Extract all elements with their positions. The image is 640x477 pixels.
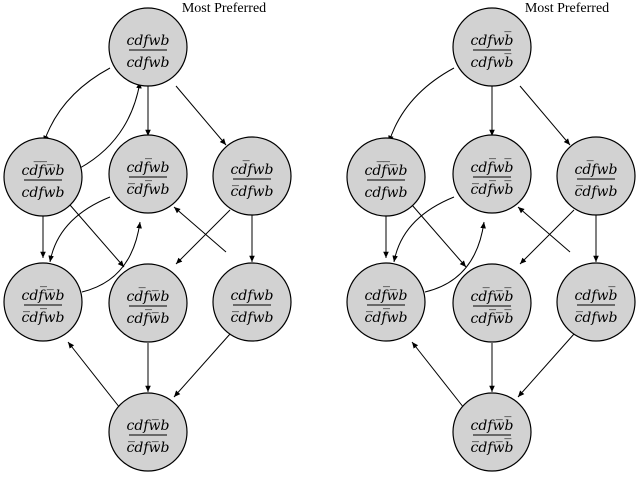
right-node-l2-upper: cd̅fw̅b̅: [471, 286, 514, 305]
left-node-top: cdfwb cdfwb: [108, 7, 188, 87]
edge-m2-l1: [392, 196, 455, 263]
right-title: Most Preferred: [525, 1, 609, 16]
right-node-l1-upper: cdf̅w̅b: [365, 285, 408, 304]
right-node-m1-upper: cd̅f̅w̅b: [365, 160, 408, 179]
right-node-m1-lower: cdfwb: [365, 185, 408, 201]
edge-m3-l2: [175, 209, 231, 265]
right-node-l1-lower: c̅df̅wb: [365, 307, 408, 326]
right-node-l1: cdf̅w̅b c̅df̅wb: [346, 262, 426, 342]
edge-top-m3: [175, 85, 227, 146]
edge-top-m1: [43, 67, 111, 143]
edge-bot-l1: [411, 341, 465, 409]
left-edges: [40, 67, 255, 409]
left-node-m2-lower: c̅df̅wb: [127, 179, 170, 198]
left-node-m2-upper: cdf̅wb: [127, 157, 170, 176]
edge-m3-l2: [519, 209, 575, 265]
left-node-l1-upper: cdf̅w̅b: [22, 285, 65, 304]
edge-l3-m2: [173, 206, 227, 253]
right-node-l3: cdfwb̅ c̅dfwb: [556, 262, 636, 342]
left-node-bottom-lower: c̅dfw̅b: [127, 440, 170, 456]
left-node-l2-lower: cdf̅w̅b: [127, 308, 170, 327]
right-node-m3-lower: c̅dfwb: [575, 184, 618, 200]
right-node-top-lower: cdfwb̅: [471, 52, 514, 71]
edge-m1-l2: [411, 204, 467, 268]
edge-l3-bot: [173, 333, 231, 398]
edge-top-m1: [388, 67, 455, 143]
edge-m1-l2: [69, 204, 125, 268]
right-diagram: Most Preferred cdfwb̅ cdfw: [346, 1, 636, 472]
edge-l3-bot: [517, 333, 575, 398]
right-node-m2-lower: c̅df̅wb̅: [471, 179, 514, 198]
left-node-m1-upper: cd̅f̅w̅b: [22, 160, 65, 179]
left-title: Most Preferred: [182, 1, 266, 16]
left-node-m1: cd̅f̅w̅b cdfwb: [3, 137, 83, 217]
right-node-bottom-upper: cdfw̅b̅: [471, 415, 514, 434]
left-node-bottom-upper: cdfw̅b: [127, 418, 170, 434]
left-node-l2-upper: cd̅fw̅b: [127, 286, 170, 305]
edge-top-m3: [519, 85, 571, 146]
left-node-l3: cdfwb c̅dfwb: [212, 262, 292, 342]
left-node-l3-upper: cdfwb: [231, 288, 274, 304]
right-node-l3-upper: cdfwb̅: [575, 285, 618, 304]
edge-m2-l1: [48, 196, 111, 263]
left-node-l1-lower: c̅df̅wb: [22, 307, 65, 326]
left-node-bottom: cdfw̅b c̅dfw̅b: [108, 392, 188, 472]
left-node-m3-upper: cd̅fwb: [231, 159, 274, 178]
edge-m1-top: [79, 81, 142, 169]
left-node-m1-lower: cdfwb: [22, 185, 65, 201]
left-node-m3-lower: c̅dfwb: [231, 184, 274, 200]
right-node-m2-upper: cdf̅wb̅: [471, 157, 514, 176]
right-node-m2: cdf̅wb̅ c̅df̅wb̅: [452, 134, 532, 214]
left-node-top-lower: cdfwb: [127, 55, 170, 71]
right-node-top-upper: cdfwb̅: [471, 30, 514, 49]
left-node-m3: cd̅fwb c̅dfwb: [212, 136, 292, 216]
right-node-m3-upper: cd̅fwb: [575, 159, 618, 178]
edge-l1-m2: [424, 221, 486, 293]
left-diagram: Most Preferred cdfwb: [3, 1, 292, 472]
right-node-m1: cd̅f̅w̅b cdfwb: [346, 137, 426, 217]
right-edges: [383, 67, 599, 409]
left-node-top-upper: cdfwb: [127, 33, 170, 49]
right-node-bottom-lower: c̅dfw̅b̅: [471, 437, 514, 456]
left-node-l2: cd̅fw̅b cdf̅w̅b: [108, 263, 188, 343]
right-node-top: cdfwb̅ cdfwb̅: [452, 7, 532, 87]
right-node-bottom: cdfw̅b̅ c̅dfw̅b̅: [452, 392, 532, 472]
edge-bot-l1: [67, 341, 121, 409]
right-node-l2: cd̅fw̅b̅ cdf̅w̅b̅: [452, 263, 532, 343]
right-node-m3: cd̅fwb c̅dfwb: [556, 136, 636, 216]
left-node-l1: cdf̅w̅b c̅df̅wb: [3, 262, 83, 342]
left-node-m2: cdf̅wb c̅df̅wb: [108, 134, 188, 214]
edge-l3-m2: [517, 206, 571, 253]
right-node-l2-lower: cdf̅w̅b̅: [471, 308, 514, 327]
right-node-l3-lower: c̅dfwb: [575, 310, 618, 326]
edge-l1-m2: [81, 221, 142, 293]
left-node-l3-lower: c̅dfwb: [231, 310, 274, 326]
